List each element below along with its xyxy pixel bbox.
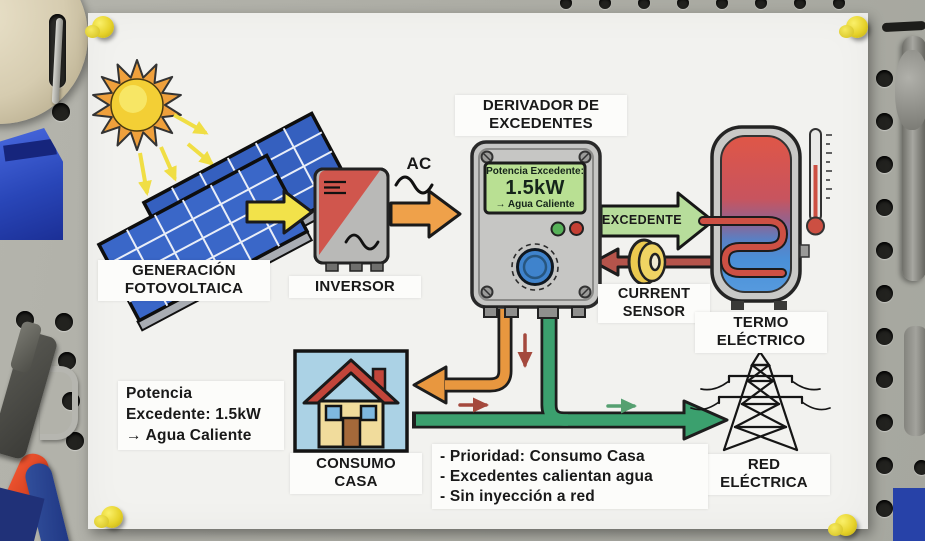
power-tower-icon (690, 349, 831, 452)
pushpin-top-right (839, 16, 868, 38)
water-heater-icon (698, 125, 810, 310)
pegboard-hole (755, 0, 767, 9)
pegboard-hole (58, 352, 76, 370)
pegboard-hole (876, 457, 893, 474)
solar-panel-icon (96, 111, 359, 332)
pegboard-hole (876, 70, 893, 87)
lcd-display (483, 161, 587, 215)
pegboard-hole (560, 0, 572, 9)
grid-arrowhead (682, 399, 729, 441)
house-arrowhead (412, 365, 448, 405)
green-led (550, 221, 566, 237)
pegboard-hole (599, 0, 611, 9)
pegboard-hole (638, 0, 650, 9)
surplus-diverter-device (470, 140, 602, 319)
knob-dial-ring (511, 243, 559, 291)
house-wire (412, 309, 513, 405)
terminals (483, 306, 586, 319)
pegboard-hole (52, 103, 70, 121)
pegboard-hole (66, 432, 84, 450)
pegboard-hole (833, 0, 845, 9)
ac-arrow (389, 189, 462, 239)
house-icon (293, 349, 409, 453)
pegboard-hole (876, 414, 893, 431)
pegboard-hole (876, 113, 893, 130)
pegboard-hole (677, 0, 689, 9)
side-note: Potencia Excedente: 1.5kW → Agua Calient… (118, 381, 284, 450)
flow-arrows (458, 333, 637, 414)
hook-rod (881, 20, 925, 33)
diagram-drawing (92, 59, 832, 453)
wrench (880, 14, 925, 474)
current-sensor-icon (627, 238, 667, 286)
pushpin-bottom-left (94, 506, 123, 528)
ac-sine-icon (394, 175, 434, 195)
tape-roll (0, 0, 88, 124)
pegboard-hole (716, 0, 728, 9)
storage-bin (0, 128, 63, 240)
lcd-readout: Potencia Excedente: 1.5kW → Agua Calient… (486, 166, 584, 210)
blue-tool-corner (893, 488, 925, 541)
red-led (569, 221, 584, 236)
knob (516, 248, 554, 286)
pegboard-hole (876, 371, 893, 388)
pegboard-hole (876, 156, 893, 173)
surplus-arrow (599, 191, 715, 251)
grid-wire (412, 311, 729, 441)
pegboard-hole (876, 199, 893, 216)
sun-icon (92, 59, 182, 151)
pushpin-top-left (85, 16, 114, 38)
pegboard-hole (914, 460, 925, 475)
thermometer-icon (806, 128, 832, 236)
wrench-handle (904, 326, 925, 436)
surplus-arrow-label: EXCEDENTE (601, 213, 682, 227)
priority-notes: - Prioridad: Consumo Casa - Excedentes c… (432, 444, 708, 510)
sunlight-arrows (138, 113, 215, 196)
wrench-head (895, 50, 925, 130)
pegboard-hole (876, 285, 893, 302)
inverter-label: INVERSOR (289, 276, 421, 299)
pegboard-hole (55, 313, 73, 331)
dc-arrow (245, 189, 314, 235)
pegboard-hole (794, 0, 806, 9)
pegboard-hole (876, 328, 893, 345)
pushpin-bottom-right (828, 514, 857, 536)
ac-label: AC (406, 154, 432, 173)
pegboard-hole (876, 500, 893, 517)
pegboard-hole (876, 242, 893, 259)
pliers-hook (40, 366, 78, 440)
inverter-icon (313, 167, 390, 272)
